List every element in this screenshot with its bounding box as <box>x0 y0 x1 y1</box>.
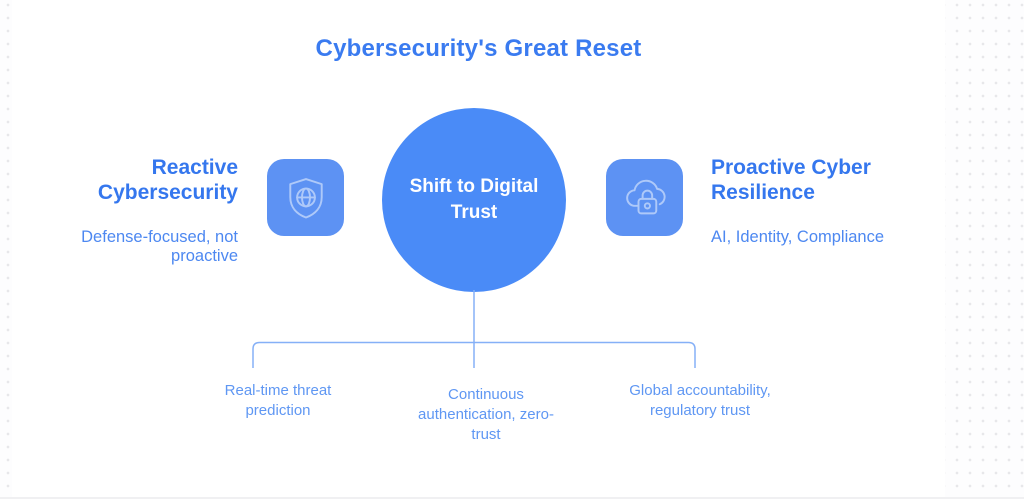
proactive-heading: Proactive Cyber Resilience <box>711 156 871 204</box>
branch-label-line: trust <box>471 425 501 443</box>
bottom-divider <box>0 497 1024 499</box>
proactive-section: Proactive Cyber Resilience AI, Identity,… <box>711 156 896 247</box>
reactive-subtitle: Defense-focused, not proactive <box>81 227 238 266</box>
cloud-lock-glyph <box>625 179 666 214</box>
branch-label-line: Global accountability, <box>629 382 771 399</box>
reactive-heading: Reactive Cybersecurity <box>97 156 238 204</box>
shield-globe-glyph <box>288 177 323 218</box>
central-node-label: Shift to Digital Trust <box>409 176 539 223</box>
branch-label-continuous-auth: Continuous authentication, zero- trust <box>396 385 576 444</box>
diagram-card: Cybersecurity's Great Reset Reactive Cyb… <box>12 0 945 499</box>
proactive-subtitle: AI, Identity, Compliance <box>711 227 885 246</box>
shield-globe-icon <box>267 159 344 236</box>
branch-label-line: regulatory trust <box>649 401 751 419</box>
diagram-title: Cybersecurity's Great Reset <box>315 35 642 62</box>
branch-label-line: Real-time threat <box>224 382 332 399</box>
branch-label-global-accountability: Global accountability, regulatory trust <box>595 381 805 421</box>
cloud-lock-icon <box>606 159 683 236</box>
branch-label-line: authentication, zero- <box>418 405 554 423</box>
reactive-section: Reactive Cybersecurity Defense-focused, … <box>52 156 238 267</box>
branch-label-line: prediction <box>245 401 311 419</box>
central-node: Shift to Digital Trust <box>382 108 566 292</box>
branch-label-line: Continuous <box>448 386 524 403</box>
branch-label-realtime-threat: Real-time threat prediction <box>193 381 363 421</box>
